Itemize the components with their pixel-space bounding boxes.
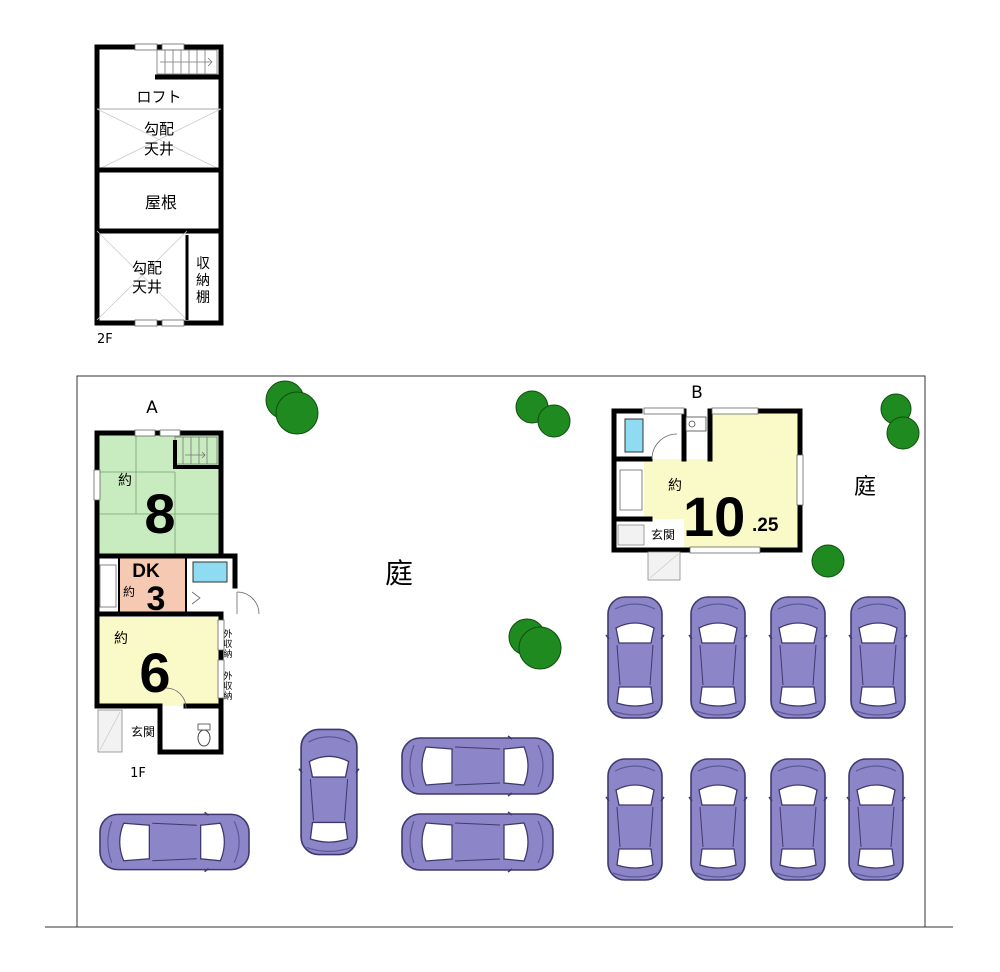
car-icon (605, 758, 665, 881)
tree-icon (515, 390, 571, 438)
ceiling-upper-line1: 勾配 (144, 120, 174, 138)
house-a-entrance: 玄関 (131, 724, 155, 739)
storage-1-c1: 外 (223, 628, 232, 640)
house-a-plan: A (93, 398, 260, 781)
room-dk-prefix: 約 (123, 584, 135, 599)
room-lower-size: 6 (139, 641, 170, 704)
car-icon (401, 735, 554, 797)
room-lower (97, 617, 221, 706)
storage-2-c3: 納 (223, 690, 232, 702)
room-dk-name: DK (132, 561, 160, 582)
garden-right-label: 庭 (854, 475, 876, 500)
ceiling-upper-line2: 天井 (144, 140, 174, 158)
car-icon (605, 596, 665, 719)
car-icon (768, 596, 828, 719)
house-b-label: B (691, 383, 703, 403)
car-icon (848, 596, 908, 719)
car-icon (688, 758, 748, 881)
house-a-label: A (146, 398, 158, 418)
room-dk-size: 3 (147, 580, 166, 618)
car-icon (768, 758, 828, 881)
tree-icon (265, 380, 319, 435)
car-icon (688, 596, 748, 719)
shelf-line3: 棚 (196, 290, 210, 306)
garden-left-label: 庭 (385, 557, 413, 590)
roof-label: 屋根 (145, 193, 177, 212)
floor-1-label: 1F (130, 766, 146, 781)
car-icon (846, 758, 906, 881)
tree-icon (880, 393, 920, 450)
car-icon (401, 811, 554, 873)
site-boundary (45, 375, 953, 928)
tree-icon (811, 544, 845, 578)
storage-1-c3: 納 (223, 648, 232, 660)
loft-label: ロフト (136, 88, 181, 106)
car-icon (99, 811, 250, 873)
floor-2-label: 2F (97, 332, 113, 347)
shelf-line2: 納 (196, 273, 210, 289)
storage-2-c1: 外 (223, 670, 232, 682)
room-upper-size: 8 (144, 482, 175, 545)
tree-icon (508, 618, 562, 670)
house-b-room-size: 10 (683, 485, 745, 548)
trees (265, 380, 920, 670)
ceiling-lower-line1: 勾配 (132, 259, 162, 277)
shelf-line1: 収 (196, 256, 210, 272)
room-upper (97, 433, 221, 556)
house-b-plan: B 約 10 .25 (611, 383, 804, 581)
storage-2-c2: 収 (223, 680, 232, 692)
car-icon (298, 728, 360, 856)
room-lower-prefix: 約 (114, 631, 128, 647)
room-upper-prefix: 約 (118, 473, 132, 489)
house-b-room-size-decimal: .25 (752, 515, 779, 536)
storage-1-c2: 収 (223, 638, 232, 650)
house-b-room-prefix: 約 (668, 478, 682, 494)
ceiling-lower-line2: 天井 (132, 278, 162, 296)
house-b-entrance: 玄関 (651, 527, 675, 542)
floor-2-plan: ロフト 勾配 天井 屋根 勾配 天井 収 納 棚 2F (94, 43, 224, 347)
room-dk (119, 557, 185, 612)
